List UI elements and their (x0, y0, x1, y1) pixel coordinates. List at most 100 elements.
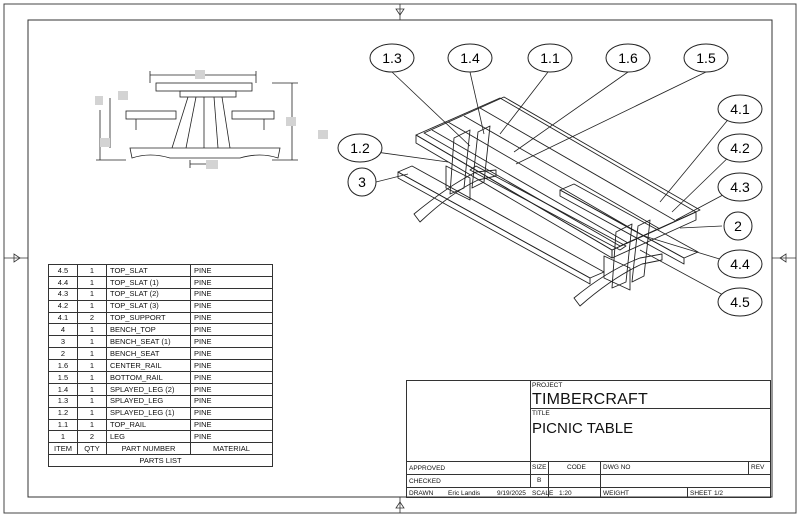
callout-4-4: 4.4 (717, 249, 763, 279)
cell-item: 4 (48, 323, 78, 337)
redacted-dimensions (95, 70, 328, 169)
cell-qty: 1 (77, 382, 107, 396)
cell-item: 3 (48, 335, 78, 349)
callout-1-5: 1.5 (683, 43, 729, 73)
scale-label: SCALE (532, 490, 554, 497)
callout-2: 2 (723, 211, 753, 241)
isometric-view (397, 96, 701, 307)
cell-part-number: BENCH_TOP (106, 323, 191, 337)
cell-item: 4.3 (48, 287, 78, 301)
dwg-no-label: DWG NO (603, 464, 631, 471)
cell-part-number: TOP_SLAT (106, 264, 191, 277)
cell-part-number: SPLAYED_LEG (1) (106, 406, 191, 420)
svg-text:4.2: 4.2 (730, 140, 750, 156)
header-material: MATERIAL (190, 442, 273, 456)
cell-part-number: LEG (106, 430, 191, 444)
header-item: ITEM (48, 442, 78, 456)
title-block: PROJECT TIMBERCRAFT TITLE PICNIC TABLE A… (406, 380, 771, 498)
cell-qty: 1 (77, 347, 107, 361)
cell-part-number: SPLAYED_LEG (106, 394, 191, 408)
cell-part-number: SPLAYED_LEG (2) (106, 382, 191, 396)
cell-part-number: BENCH_SEAT (106, 347, 191, 361)
checked-label: CHECKED (409, 478, 441, 485)
cell-qty: 1 (77, 418, 107, 432)
sheet-value: 1/2 (714, 490, 724, 497)
svg-text:1.5: 1.5 (696, 50, 716, 66)
cell-material: PINE (190, 430, 273, 444)
callout-1-1: 1.1 (527, 43, 573, 73)
drawn-date: 9/19/2025 (497, 490, 526, 497)
cell-item: 2 (48, 347, 78, 361)
drawn-by: Eric Landis (448, 490, 481, 497)
callout-1-4: 1.4 (447, 43, 493, 73)
project-label: PROJECT (532, 382, 563, 389)
cell-item: 1.1 (48, 418, 78, 432)
callout-4-5: 4.5 (717, 287, 763, 317)
drawing-title: PICNIC TABLE (532, 420, 634, 437)
callout-4-1: 4.1 (717, 94, 763, 124)
callout-4-3: 4.3 (717, 172, 763, 202)
front-view (96, 71, 298, 168)
cell-qty: 1 (77, 359, 107, 373)
callout-1-3: 1.3 (369, 43, 415, 73)
svg-text:1.2: 1.2 (350, 140, 370, 156)
parts-list-title-row: PARTS LIST (48, 454, 273, 468)
cell-material: PINE (190, 371, 273, 384)
cell-part-number: CENTER_RAIL (106, 359, 191, 373)
cell-qty: 1 (77, 275, 107, 289)
svg-text:4.5: 4.5 (730, 294, 750, 310)
cell-part-number: TOP_RAIL (106, 418, 191, 432)
svg-text:1.4: 1.4 (460, 50, 480, 66)
callout-leaders (375, 71, 737, 303)
scale-value: 1:20 (559, 490, 572, 497)
cell-material: PINE (190, 359, 273, 373)
cell-material: PINE (190, 275, 273, 289)
callout-1-6: 1.6 (605, 43, 651, 73)
header-qty: QTY (77, 442, 107, 456)
cell-qty: 1 (77, 371, 107, 384)
cell-part-number: BENCH_SEAT (1) (106, 335, 191, 349)
cell-item: 1.6 (48, 359, 78, 373)
parts-list-title: PARTS LIST (48, 454, 273, 468)
cell-material: PINE (190, 347, 273, 361)
callout-1-2: 1.2 (337, 133, 383, 163)
svg-text:4.1: 4.1 (730, 101, 750, 117)
project-name: TIMBERCRAFT (532, 391, 648, 408)
svg-text:4.3: 4.3 (730, 179, 750, 195)
cell-part-number: BOTTOM_RAIL (106, 371, 191, 384)
sheet-label: SHEET (690, 490, 712, 497)
svg-text:1.6: 1.6 (618, 50, 638, 66)
svg-text:3: 3 (358, 174, 366, 190)
cell-item: 4.2 (48, 299, 78, 313)
cell-material: PINE (190, 311, 273, 325)
cell-part-number: TOP_SLAT (3) (106, 299, 191, 313)
callout-3: 3 (347, 167, 377, 197)
code-label: CODE (567, 464, 586, 471)
svg-text:2: 2 (734, 218, 742, 234)
cell-material: PINE (190, 299, 273, 313)
callouts: 1.3 1.4 1.1 1.6 1.5 1.2 3 4.1 (337, 43, 763, 317)
cell-material: PINE (190, 323, 273, 337)
rev-label: REV (751, 464, 765, 471)
cell-item: 4.5 (48, 264, 78, 277)
svg-text:1.1: 1.1 (540, 50, 560, 66)
cell-item: 1.2 (48, 406, 78, 420)
cell-item: 4.1 (48, 311, 78, 325)
cell-part-number: TOP_SLAT (1) (106, 275, 191, 289)
cell-qty: 1 (77, 335, 107, 349)
drawn-label: DRAWN (409, 490, 434, 497)
cell-material: PINE (190, 335, 273, 349)
cell-qty: 1 (77, 287, 107, 301)
